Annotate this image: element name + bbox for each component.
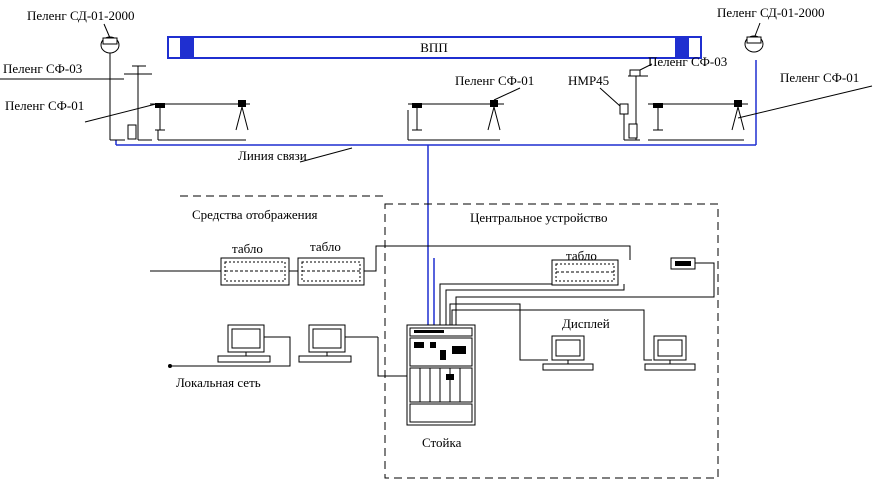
sf01-left-label: Пеленг СФ-01	[5, 98, 84, 113]
sf01-sensor-right	[648, 100, 748, 141]
central-unit-box	[384, 203, 719, 479]
nmr45-sensor	[619, 103, 640, 141]
communication-line	[115, 60, 757, 325]
display-label: Дисплей	[562, 316, 610, 331]
tablo-board-2	[297, 257, 365, 286]
sd-sensor-right	[744, 35, 764, 53]
sd-right-label: Пеленг СД-01-2000	[717, 5, 825, 20]
sf03-left-label: Пеленг СФ-03	[3, 61, 82, 76]
small-device	[670, 257, 696, 270]
sf03-right-label: Пеленг СФ-03	[648, 54, 727, 69]
sf01-sensor-mid	[407, 100, 504, 141]
sf03-sensor-left	[124, 65, 152, 141]
lan-label: Локальная сеть	[176, 375, 261, 390]
comm-line-label: Линия связи	[238, 148, 307, 163]
tablo-2-label: табло	[310, 239, 341, 254]
sd-sensor-left	[100, 36, 125, 141]
rack-label: Стойка	[422, 435, 462, 450]
monitor-1	[217, 324, 271, 363]
display-monitor-1	[542, 335, 594, 371]
display-monitor-2	[644, 335, 696, 371]
monitor-2	[298, 324, 352, 363]
tablo-3-label: табло	[566, 248, 597, 263]
sf01-right-label: Пеленг СФ-01	[780, 70, 859, 85]
tablo-board-3	[551, 259, 619, 286]
display-means-label: Средства отображения	[192, 207, 318, 222]
equipment-rack	[406, 324, 476, 426]
central-unit-label: Центральное устройство	[470, 210, 607, 225]
nmr45-label: НМР45	[568, 73, 609, 88]
runway	[167, 36, 702, 59]
sf01-mid-label: Пеленг СФ-01	[455, 73, 534, 88]
sf03-sensor-right	[628, 69, 648, 140]
sf01-sensor-left	[150, 100, 250, 141]
sd-left-label: Пеленг СД-01-2000	[27, 8, 135, 23]
tablo-1-label: табло	[232, 241, 263, 256]
tablo-board-1	[220, 257, 290, 286]
runway-label: ВПП	[420, 40, 447, 55]
